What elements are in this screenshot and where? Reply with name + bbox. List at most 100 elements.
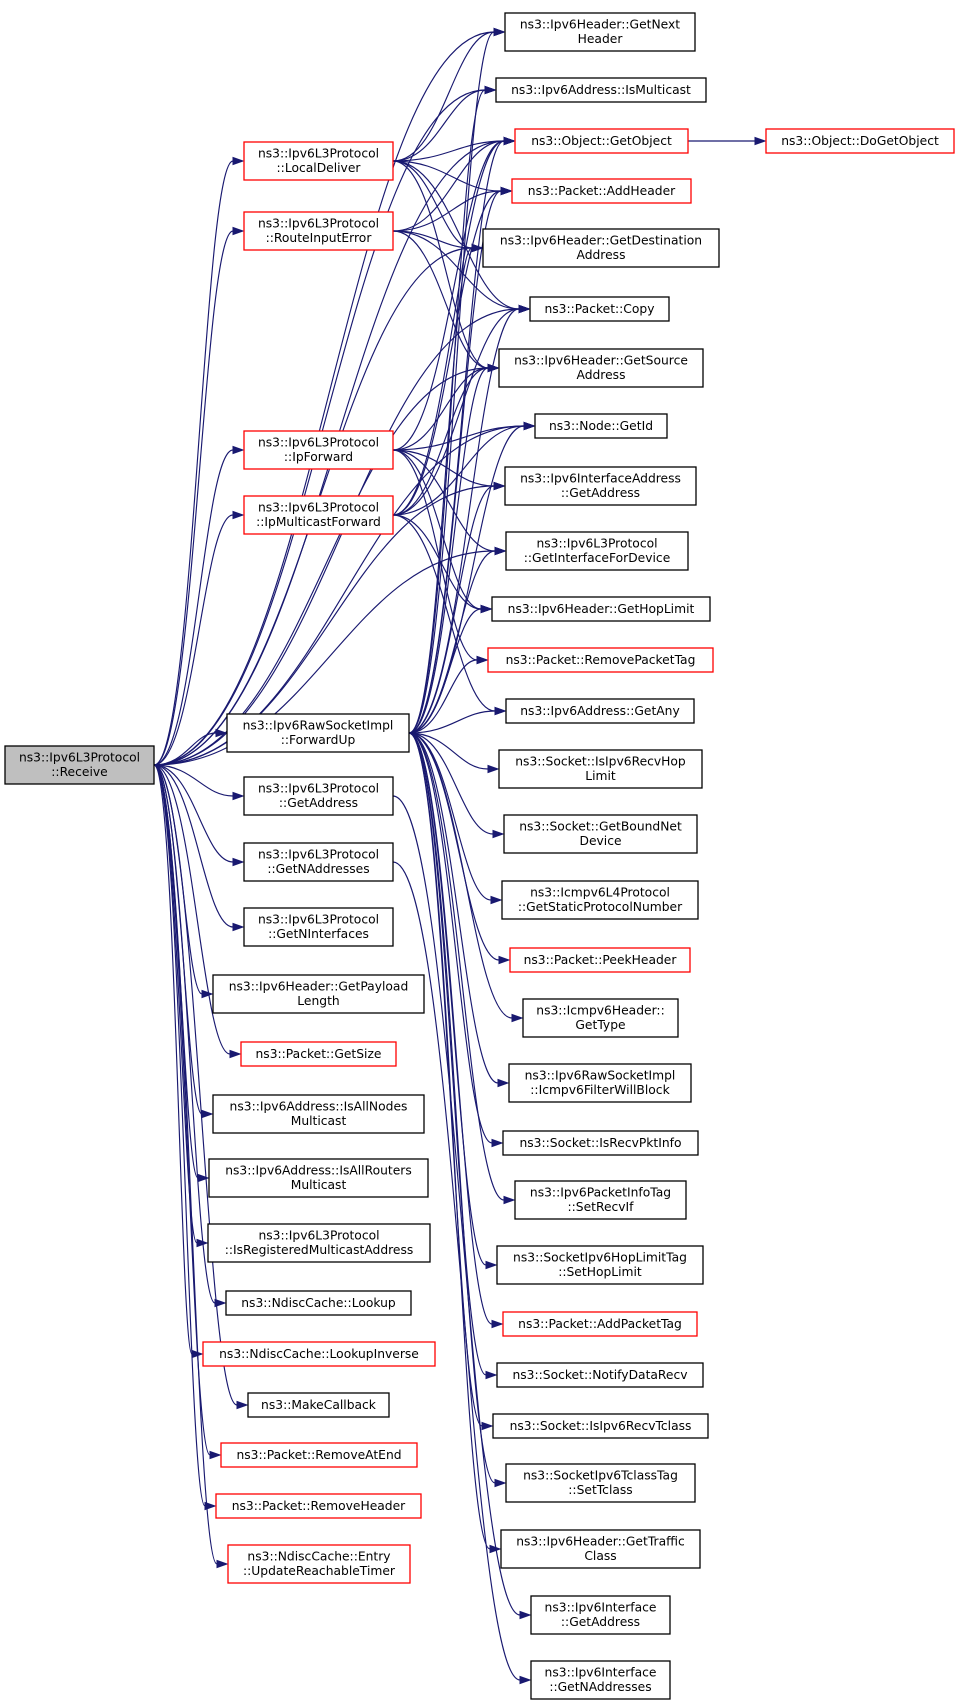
node-addheader[interactable]: ns3::Packet::AddHeader (511, 178, 692, 204)
node-makecallback[interactable]: ns3::MakeCallback (247, 1392, 390, 1418)
node-label-line: ns3::Packet::Copy (544, 302, 654, 316)
node-getstaticprotocolnumber[interactable]: ns3::Icmpv6L4Protocol::GetStaticProtocol… (501, 880, 699, 920)
edge-receive-to-makecallback (153, 764, 249, 1410)
node-getsize[interactable]: ns3::Packet::GetSize (240, 1041, 397, 1067)
edge-line (153, 485, 495, 766)
node-ismulticast[interactable]: ns3::Ipv6Address::IsMulticast (495, 77, 707, 103)
node-box (243, 495, 394, 535)
node-ipforward[interactable]: ns3::Ipv6L3Protocol::IpForward (243, 430, 394, 470)
edge-line (392, 190, 502, 232)
node-label-line: ns3::NdiscCache::Entry (247, 1550, 390, 1564)
node-iface-getnaddresses[interactable]: ns3::Ipv6Interface::GetNAddresses (530, 1660, 671, 1700)
edge-line (392, 160, 489, 369)
edge-line (408, 485, 495, 734)
node-box (243, 430, 394, 470)
node-ifaddr-getaddress[interactable]: ns3::Ipv6InterfaceAddress::GetAddress (504, 466, 697, 506)
node-box (498, 749, 703, 789)
node-notifydatarecv[interactable]: ns3::Socket::NotifyDataRecv (496, 1362, 704, 1388)
edge-line (408, 710, 496, 734)
node-removeheader[interactable]: ns3::Packet::RemoveHeader (215, 1493, 422, 1519)
node-getinterfacefordevice[interactable]: ns3::Ipv6L3Protocol::GetInterfaceForDevi… (505, 531, 689, 571)
arrowhead-icon (232, 857, 245, 867)
node-label-line: ::UpdateReachableTimer (243, 1564, 396, 1578)
node-removeatend[interactable]: ns3::Packet::RemoveAtEnd (220, 1442, 418, 1468)
node-label-line: ::LocalDeliver (277, 161, 362, 175)
node-getaddress-l3[interactable]: ns3::Ipv6L3Protocol::GetAddress (243, 776, 394, 816)
edge-line (408, 608, 482, 734)
node-setrecvif[interactable]: ns3::Ipv6PacketInfoTag::SetRecvIf (514, 1180, 687, 1220)
edge-receive-to-ndisclookup (153, 764, 227, 1308)
node-gethoplimit[interactable]: ns3::Ipv6Header::GetHopLimit (491, 596, 711, 622)
arrowhead-icon (491, 1138, 504, 1148)
edge-ipmulticastforward-to-getany (392, 514, 507, 716)
node-ndisclookupinverse[interactable]: ns3::NdiscCache::LookupInverse (202, 1341, 436, 1367)
arrowhead-icon (201, 1109, 214, 1119)
node-peekheader[interactable]: ns3::Packet::PeekHeader (509, 947, 691, 973)
node-localdeliver[interactable]: ns3::Ipv6L3Protocol::LocalDeliver (243, 141, 394, 181)
node-getninterfaces[interactable]: ns3::Ipv6L3Protocol::GetNInterfaces (243, 907, 394, 947)
node-settclass[interactable]: ns3::SocketIpv6TclassTag::SetTclass (505, 1463, 696, 1503)
node-label-line: Multicast (291, 1178, 347, 1192)
node-removepackettag[interactable]: ns3::Packet::RemovePacketTag (487, 647, 714, 673)
node-label-line: ns3::Node::GetId (549, 419, 653, 433)
node-label-line: ::SetTclass (568, 1483, 632, 1497)
node-label-line: ::ForwardUp (281, 733, 356, 747)
edge-line (392, 190, 502, 516)
node-label-line: ns3::Socket::GetBoundNet (519, 820, 682, 834)
node-forwardup[interactable]: ns3::Ipv6RawSocketImpl::ForwardUp (226, 713, 410, 753)
arrowhead-icon (232, 445, 245, 455)
edge-receive-to-ipmulticastforward (153, 510, 245, 766)
node-updatereachable[interactable]: ns3::NdiscCache::Entry::UpdateReachableT… (227, 1544, 411, 1584)
node-sethoplimit[interactable]: ns3::SocketIpv6HopLimitTag::SetHopLimit (496, 1245, 704, 1285)
node-label-line: ns3::Ipv6Header::GetTraffic (516, 1535, 685, 1549)
arrowhead-icon (490, 895, 503, 905)
node-icmpv6filterwillblock[interactable]: ns3::Ipv6RawSocketImpl::Icmpv6FilterWill… (508, 1063, 692, 1103)
node-box (202, 1341, 436, 1367)
arrowhead-icon (481, 1421, 494, 1431)
node-label-line: ns3::Ipv6Header::GetSource (514, 354, 688, 368)
edge-localdeliver-to-getsource (392, 160, 500, 373)
node-getany[interactable]: ns3::Ipv6Address::GetAny (505, 698, 695, 724)
node-isregisteredmulticast[interactable]: ns3::Ipv6L3Protocol::IsRegisteredMultica… (207, 1223, 431, 1263)
node-label-line: ::IpForward (284, 450, 353, 464)
arrowhead-icon (476, 655, 489, 665)
edge-line (408, 732, 492, 901)
arrowhead-icon (232, 510, 245, 520)
node-addpackettag[interactable]: ns3::Packet::AddPacketTag (502, 1311, 698, 1337)
node-label-line: ns3::Object::DoGetObject (781, 134, 939, 148)
arrowhead-icon (498, 955, 511, 965)
node-getid[interactable]: ns3::Node::GetId (534, 413, 668, 439)
node-getnaddresses-l3[interactable]: ns3::Ipv6L3Protocol::GetNAddresses (243, 842, 394, 882)
node-label-line: ns3::Ipv6Header::GetPayload (229, 980, 409, 994)
node-icmpgettype[interactable]: ns3::Icmpv6Header::GetType (522, 998, 679, 1038)
node-label-line: ::GetAddress (279, 796, 358, 810)
arrowhead-icon (494, 546, 507, 556)
node-box (495, 77, 707, 103)
arrowhead-icon (232, 156, 245, 166)
arrowhead-icon (232, 226, 245, 236)
edge-line (392, 160, 520, 310)
node-copy[interactable]: ns3::Packet::Copy (529, 296, 670, 322)
node-routeinputerror[interactable]: ns3::Ipv6L3Protocol::RouteInputError (243, 211, 394, 251)
node-dogetobject[interactable]: ns3::Object::DoGetObject (765, 128, 955, 154)
node-box (496, 1245, 704, 1285)
node-iface-getaddress[interactable]: ns3::Ipv6Interface::GetAddress (530, 1595, 671, 1635)
node-ndisclookup[interactable]: ns3::NdiscCache::Lookup (225, 1290, 412, 1316)
edge-line (408, 732, 499, 1084)
arrowhead-icon (492, 829, 505, 839)
node-isrecvpktinfo[interactable]: ns3::Socket::IsRecvPktInfo (502, 1130, 699, 1156)
node-ipmulticastforward[interactable]: ns3::Ipv6L3Protocol::IpMulticastForward (243, 495, 394, 535)
node-isipv6recvtclass[interactable]: ns3::Socket::IsIpv6RecvTclass (492, 1413, 709, 1439)
node-box (509, 947, 691, 973)
node-getobject[interactable]: ns3::Object::GetObject (514, 128, 689, 154)
